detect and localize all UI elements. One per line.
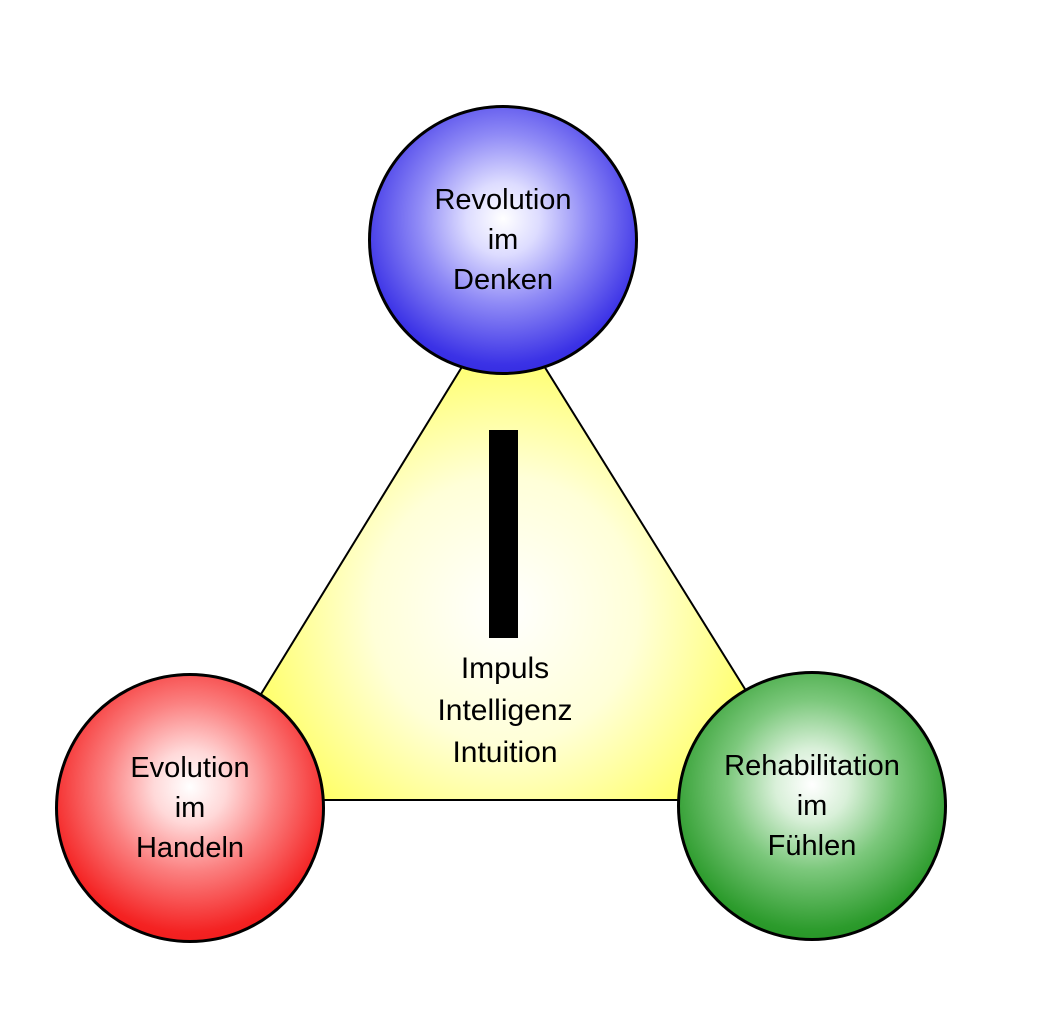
node-revolution-circle: Revolution im Denken [368,105,638,375]
impuls-i-bar-icon [489,430,518,638]
node-line: Rehabilitation [724,750,900,782]
node-evolution-circle: Evolution im Handeln [55,673,325,943]
node-rehabilitation-circle: Rehabilitation im Fühlen [677,671,947,941]
node-line: im [796,790,828,822]
node-line: Denken [453,264,553,296]
node-line: Revolution [434,184,572,216]
center-label-line: Impuls [460,652,550,685]
center-label-line: Intuition [452,736,558,769]
node-line: im [487,224,519,256]
node-line: im [174,792,206,824]
node-line: Handeln [135,832,245,864]
node-line: Evolution [130,752,250,784]
center-label-line: Intelligenz [437,694,573,727]
center-label: Impuls Intelligenz Intuition [355,648,655,774]
node-line: Fühlen [767,830,857,862]
